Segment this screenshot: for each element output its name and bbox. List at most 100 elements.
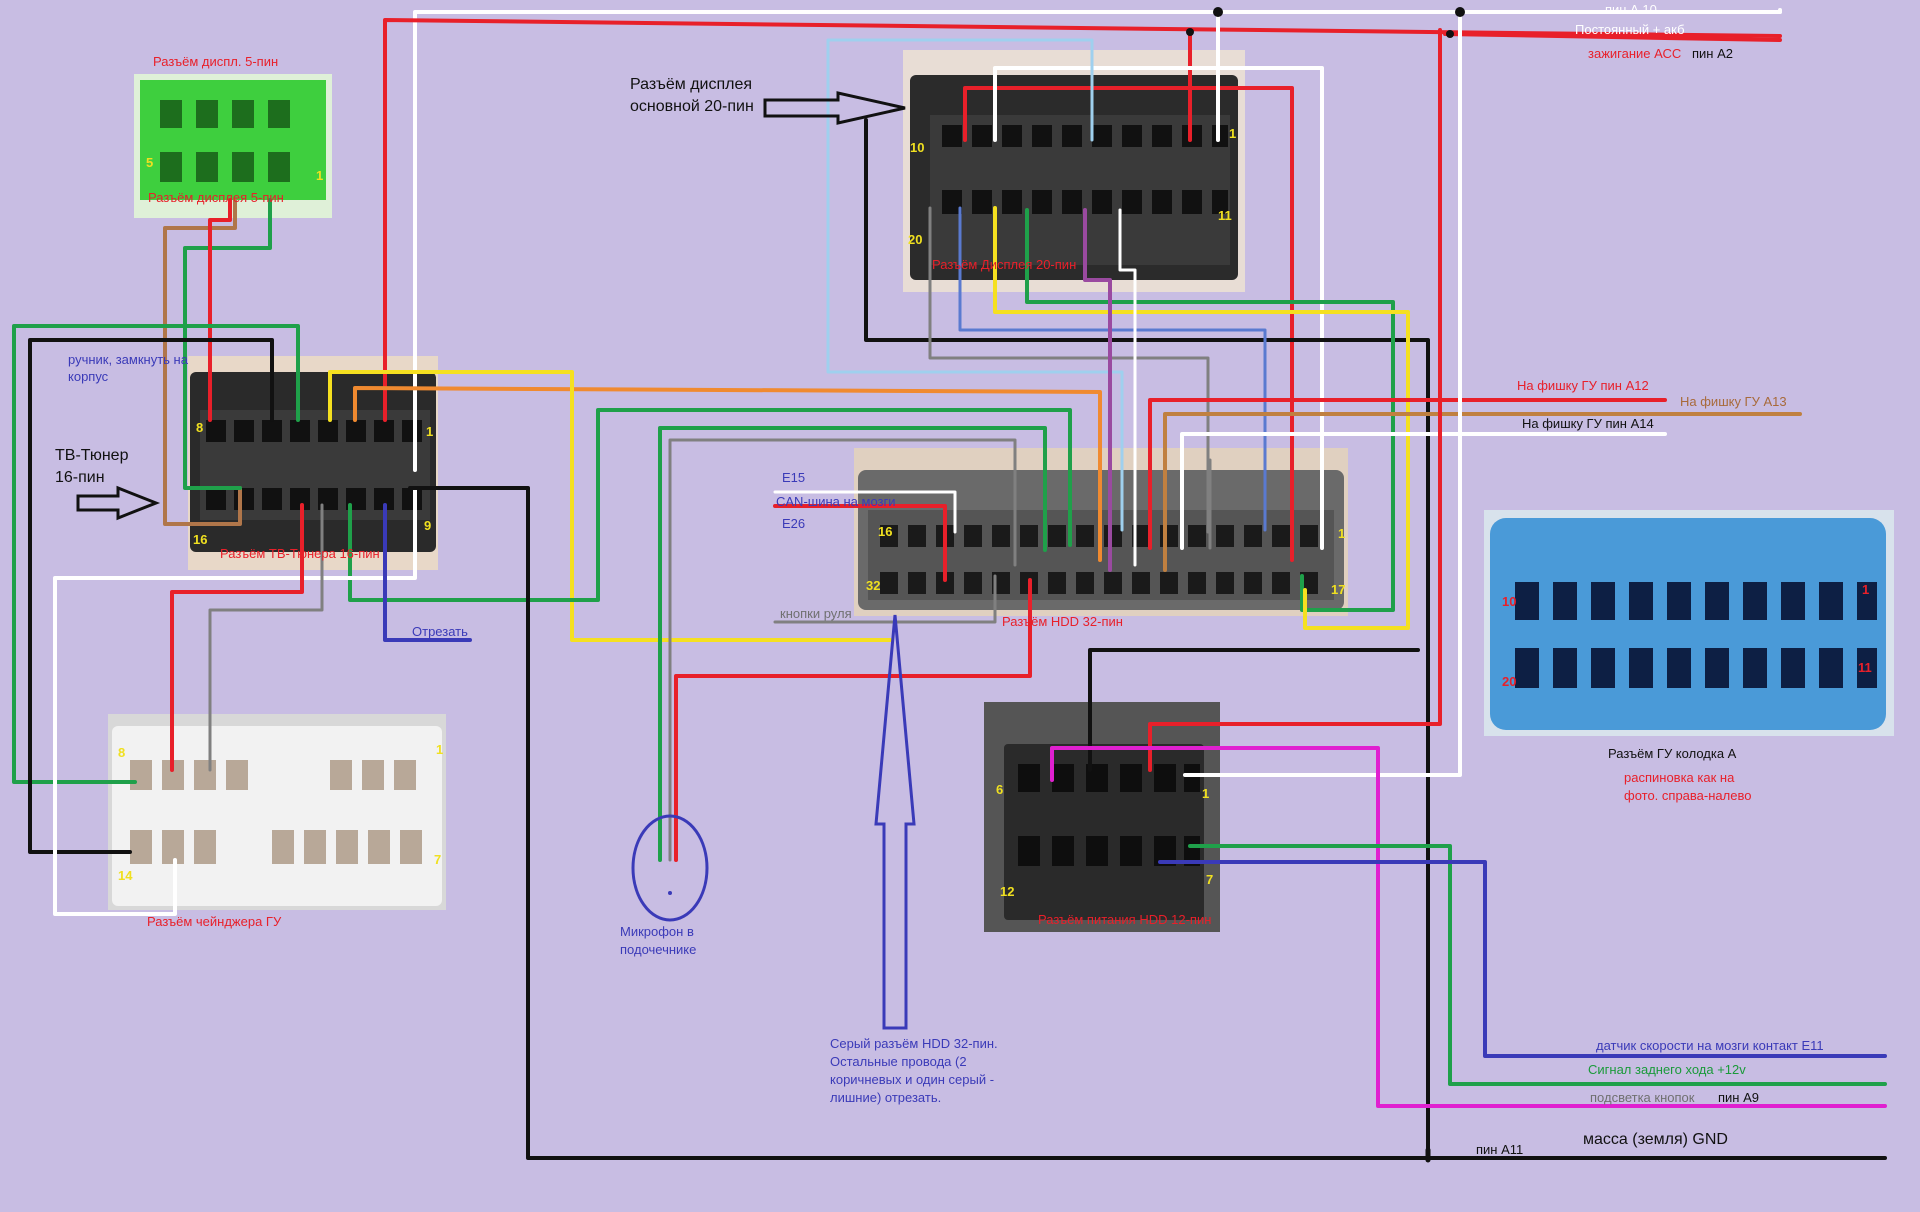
wire-red-mic <box>674 578 1032 862</box>
wire-black-tv <box>408 486 1887 1160</box>
wire-blue-cut <box>383 503 472 642</box>
display5-caption: Разъём дисплея 5-пин <box>148 190 284 205</box>
hdd12-caption: Разъём питания HDD 12-пин <box>1038 912 1212 927</box>
wire-orange-a13 <box>1163 412 1802 572</box>
mic-label-line1: Микрофон в <box>620 924 694 939</box>
gu-pin-label: 10 <box>1502 594 1517 609</box>
handbrake-label-line2: корпус <box>68 369 109 384</box>
label-reverse-signal: Сигнал заднего хода +12v <box>1588 1062 1746 1077</box>
label-can-bus: CAN-шина на мозги <box>776 494 896 509</box>
microphone-dot <box>668 891 672 895</box>
gu-caption: Разъём ГУ колодка А <box>1608 746 1737 761</box>
junction-dot <box>1446 30 1454 38</box>
hdd12-pin-label: 1 <box>1202 786 1210 801</box>
wire-blue-speed <box>1158 860 1887 1058</box>
gu-note-line1: распиновка как на <box>1624 770 1735 785</box>
changer-pin-label: 8 <box>118 745 126 760</box>
gu-connector <box>1484 510 1894 736</box>
display20-title-line1: Разъём дисплея <box>630 76 753 93</box>
hdd12-pin-label: 12 <box>1000 884 1015 899</box>
hdd32-pin-label: 17 <box>1331 582 1346 597</box>
label-to-gu-a13: На фишку ГУ А13 <box>1680 394 1787 409</box>
tvtuner-pin-label: 16 <box>193 532 208 547</box>
wires <box>12 8 1887 1163</box>
arrow-display20 <box>763 91 906 125</box>
hdd-note-line4: лишние) отрезать. <box>830 1090 942 1105</box>
label-ignition-acc: зажигание АСС <box>1588 46 1682 61</box>
arrow-hdd-note <box>874 614 916 1030</box>
wire-green-d20 <box>1025 208 1395 612</box>
wire-magenta <box>1050 746 1887 1108</box>
label-button-light: подсветка кнопок <box>1590 1090 1695 1105</box>
label-speed-sensor: датчик скорости на мозги контакт Е11 <box>1596 1038 1824 1053</box>
gu-pin-label: 11 <box>1858 660 1872 675</box>
tvtuner-title-line1: ТВ-Тюнер <box>55 447 129 464</box>
label-constant-plus: Постоянный + акб <box>1575 22 1685 37</box>
wire-red-d20-b <box>963 86 1294 562</box>
handbrake-label-line1: ручник, замкнуть на <box>68 352 188 367</box>
wire-green-disp5 <box>183 198 272 490</box>
label-ground: масса (земля) GND <box>1583 1131 1728 1148</box>
label-pin-a11: пин А11 <box>1476 1142 1524 1157</box>
wire-red-disp5 <box>208 198 232 422</box>
wire-white-d20-b <box>993 66 1324 550</box>
wire-black-hdd12 <box>1088 648 1420 772</box>
changer-pin-label: 14 <box>118 868 133 883</box>
wire-yellow-d20 <box>993 206 1410 630</box>
hdd32-pin-label: 32 <box>866 578 881 593</box>
wire-red-can <box>773 504 947 582</box>
wire-black-left <box>28 338 274 854</box>
mic-label-line2: подочечнике <box>620 942 697 957</box>
wire-blue-d20 <box>958 206 1267 532</box>
changer-caption: Разъём чейнджера ГУ <box>147 914 282 929</box>
display5-connector <box>134 74 332 218</box>
wire-white-e15 <box>773 490 957 534</box>
hdd-note-line1: Серый разъём HDD 32-пин. <box>830 1036 998 1051</box>
wire-black-d20 <box>864 118 1430 1162</box>
wire-red-a12 <box>1148 398 1667 550</box>
label-pin-a10: пин А 10 <box>1605 2 1657 17</box>
label-to-gu-a14: На фишку ГУ пин А14 <box>1522 416 1654 431</box>
display20-title-line2: основной 20-пин <box>630 98 754 115</box>
changer-pin-label: 1 <box>436 742 444 757</box>
wire-white-hdd12 <box>1183 10 1462 777</box>
hdd32-caption: Разъём HDD 32-пин <box>1002 614 1123 629</box>
tvtuner-connector <box>188 356 438 570</box>
tvtuner-caption: Разъём ТВ-Тюнера 16-пин <box>220 546 380 561</box>
label-to-gu-a12: На фишку ГУ пин А12 <box>1517 378 1649 393</box>
label-cut-off: Отрезать <box>412 624 468 639</box>
wire-gray-chg <box>208 503 324 772</box>
label-e26: E26 <box>782 516 806 531</box>
wire-white-left <box>53 488 417 916</box>
wire-gray-buttons <box>773 574 997 624</box>
display5-pin-label: 1 <box>316 168 324 183</box>
label-pin-a2: пин А2 <box>1692 46 1733 61</box>
wire-lightblue <box>826 38 1124 532</box>
tvtuner-pin-label: 1 <box>426 424 434 439</box>
hdd12-pin-label: 7 <box>1206 872 1214 887</box>
wire-red-chg <box>170 503 304 772</box>
wire-red-acc <box>1443 32 1782 42</box>
gu-pin-label: 20 <box>1502 674 1517 689</box>
changer-connector <box>108 714 446 910</box>
display20-pin-label: 20 <box>908 232 923 247</box>
wire-green-mic <box>658 426 1047 862</box>
wire-white-a10 <box>413 10 1782 472</box>
hdd12-pin-label: 6 <box>996 782 1004 797</box>
wire-green-tv <box>348 408 1072 602</box>
gu-pin-label: 1 <box>1862 582 1870 597</box>
tvtuner-pin-label: 8 <box>196 420 204 435</box>
hdd32-pin-label: 1 <box>1338 526 1346 541</box>
display20-pin-label: 1 <box>1229 126 1237 141</box>
hdd-note-line2: Остальные провода (2 <box>830 1054 967 1069</box>
label-steering-buttons: кнопки руля <box>780 606 852 621</box>
arrow-tvtuner <box>76 485 161 521</box>
hdd12-connector <box>984 702 1220 932</box>
tvtuner-title-line2: 16-пин <box>55 469 105 486</box>
wire-white-d20-c <box>1118 208 1137 567</box>
display20-pin-label: 10 <box>910 140 925 155</box>
wire-yellow-tv <box>328 370 892 642</box>
tvtuner-pin-label: 9 <box>424 518 432 533</box>
wire-gray-d20 <box>928 206 1210 534</box>
